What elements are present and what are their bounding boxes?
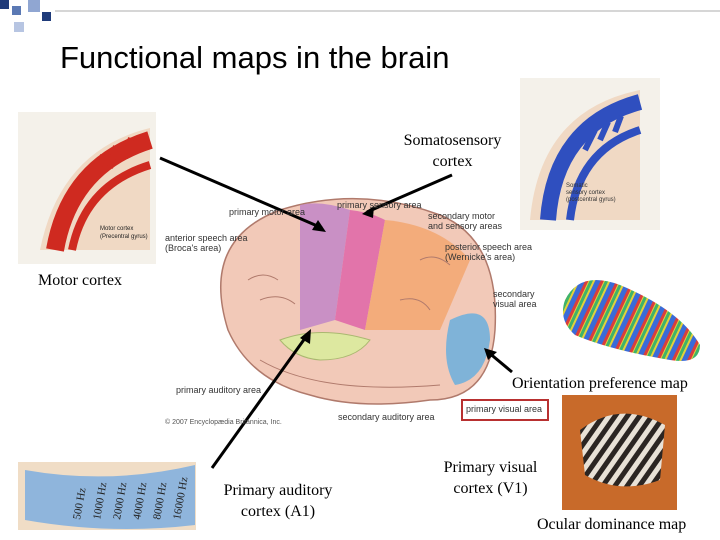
sensory-inset-label-3: (postcentral gyrus) (566, 197, 616, 203)
orientation-map-image (562, 280, 700, 361)
label-orientation-map: Orientation preference map (512, 375, 688, 392)
primary-visual-box (461, 399, 549, 421)
arrow-auditory (210, 333, 310, 469)
label-primary-visual-line2: cortex (V1) (453, 480, 528, 497)
arrow-sensory (366, 173, 453, 214)
label-primary-visual-small: primary visual area (466, 404, 543, 414)
corner-decoration (12, 6, 21, 15)
cochlea-freq-label: 500 Hz (71, 487, 88, 521)
label-somatosensory-line1: Somatosensory (403, 132, 502, 149)
label-posterior-speech-2: (Wernicke's area) (445, 252, 516, 262)
arrowhead-orientation (484, 348, 497, 360)
arrow-motor (159, 156, 323, 230)
motor-inset-label: Motor cortex (100, 226, 133, 232)
ocular-dominance-image (562, 395, 677, 510)
label-somatosensory: Somatosensory cortex (395, 130, 510, 172)
arrowhead-motor (312, 220, 326, 232)
slide-title: Functional maps in the brain (60, 40, 450, 75)
label-secondary-motor-2: and sensory areas (428, 221, 503, 231)
corner-decoration (28, 0, 40, 12)
sensory-inset-label-2: sensory cortex (566, 190, 606, 196)
label-anterior-speech-2: (Broca's area) (165, 243, 222, 253)
label-somatosensory-line2: cortex (432, 153, 473, 170)
label-ocular-dominance: Ocular dominance map (537, 516, 687, 533)
label-primary-visual-line1: Primary visual (443, 459, 538, 476)
corner-decoration (0, 0, 9, 9)
label-anterior-speech: anterior speech area (165, 233, 248, 243)
corner-decoration (14, 22, 24, 32)
arrow-heads (300, 206, 497, 360)
sensory-inset-label: Somatic (566, 183, 588, 189)
motor-inset-sublabel: (Precentral gyrus) (100, 234, 148, 240)
label-secondary-motor: secondary motor (428, 211, 496, 221)
label-primary-auditory-line2: cortex (A1) (240, 503, 316, 520)
callout-arrows (159, 156, 513, 469)
copyright: © 2007 Encyclopædia Britannica, Inc. (165, 419, 282, 426)
brain-illustration (220, 197, 497, 405)
sensory-cortex-inset (520, 78, 660, 230)
label-primary-auditory-line1: Primary auditory (223, 482, 333, 499)
label-primary-motor: primary motor area (229, 207, 306, 217)
label-secondary-visual: secondary (493, 289, 535, 299)
cochlea-inset (18, 462, 196, 530)
label-primary-auditory: Primary auditory cortex (A1) (212, 480, 344, 522)
label-primary-auditory-small: primary auditory area (176, 385, 262, 395)
header-rule (55, 10, 720, 12)
motor-cortex-inset (18, 112, 156, 264)
corner-decoration (42, 12, 51, 21)
arrowhead-auditory (300, 329, 311, 344)
arrowhead-sensory (362, 206, 374, 218)
label-primary-sensory: primary sensory area (337, 200, 422, 210)
label-motor-cortex: Motor cortex (38, 272, 122, 289)
label-secondary-visual-2: visual area (493, 299, 537, 309)
label-posterior-speech: posterior speech area (445, 242, 533, 252)
label-secondary-auditory: secondary auditory area (338, 412, 435, 422)
label-primary-visual: Primary visual cortex (V1) (433, 457, 548, 499)
